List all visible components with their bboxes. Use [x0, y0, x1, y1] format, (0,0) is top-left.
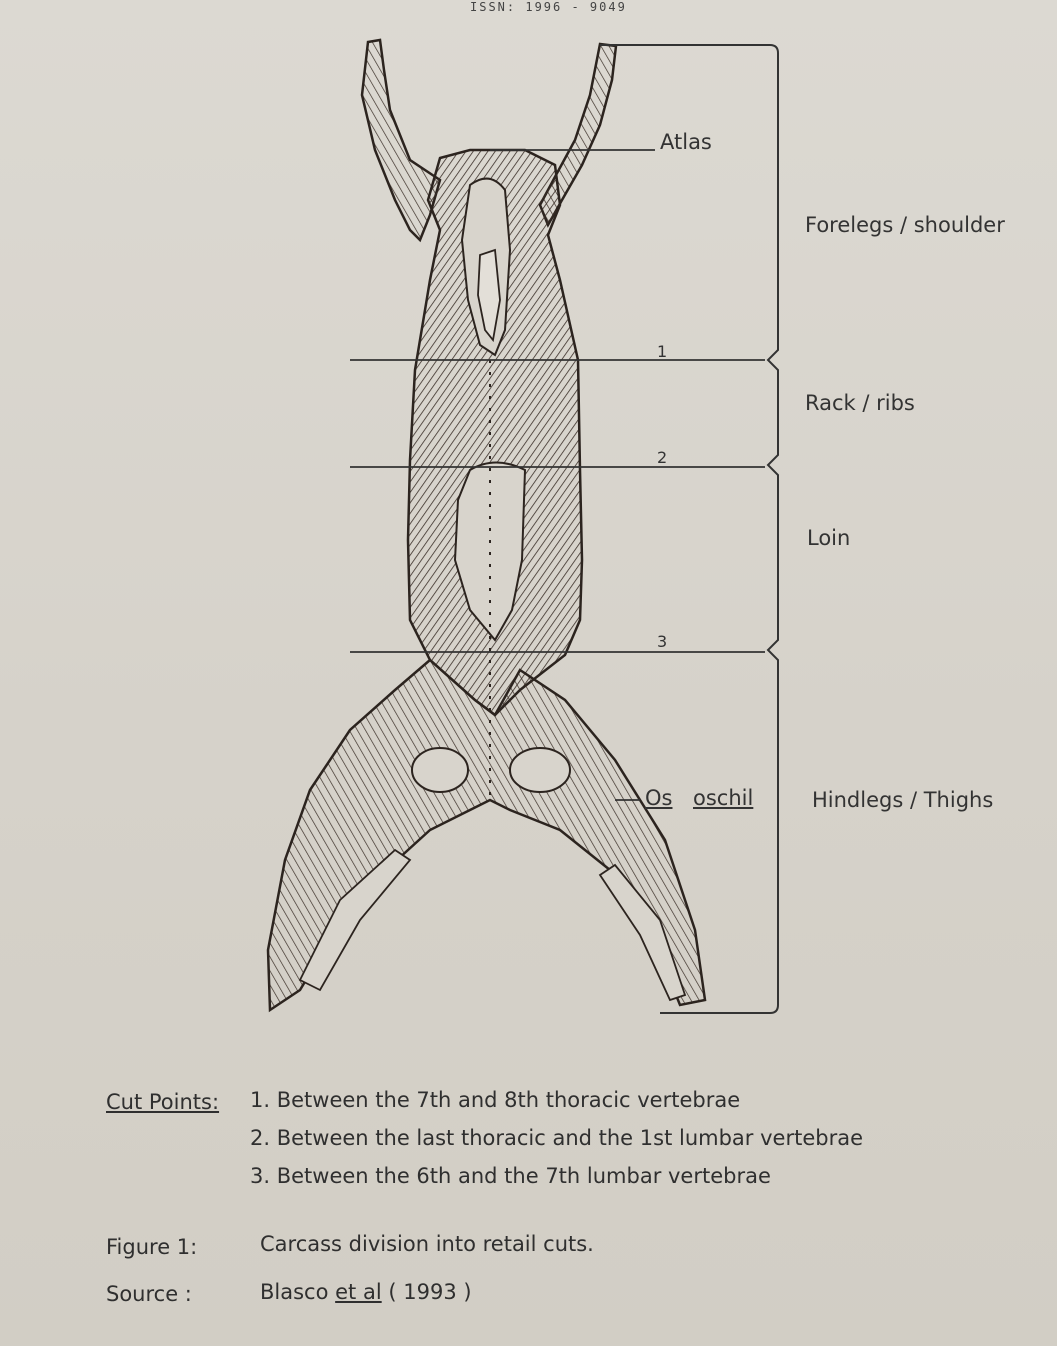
figure-caption: Carcass division into retail cuts.: [260, 1232, 594, 1256]
source-author: Blasco: [260, 1280, 328, 1304]
forelegs-shoulder-label: Forelegs / shoulder: [805, 213, 1005, 237]
source-label: Source :: [106, 1282, 192, 1306]
atlas-label: Atlas: [660, 130, 712, 154]
oschil-label: oschil: [693, 786, 753, 810]
figure-label: Figure 1:: [106, 1235, 197, 1259]
source-year: ( 1993 ): [388, 1280, 471, 1304]
os-label: Os: [645, 786, 672, 810]
source-etal: et al: [335, 1280, 382, 1304]
cut-point-3: 3. Between the 6th and the 7th lumbar ve…: [250, 1164, 771, 1188]
foreleg-left: [362, 40, 440, 240]
rack-ribs-label: Rack / ribs: [805, 391, 915, 415]
loin-label: Loin: [807, 526, 850, 550]
hindlegs-thighs-label: Hindlegs / Thighs: [812, 788, 993, 812]
cut-number-1: 1: [657, 342, 667, 361]
cut-number-3: 3: [657, 632, 667, 651]
cut-points-label: Cut Points:: [106, 1090, 219, 1114]
cut-number-2: 2: [657, 448, 667, 467]
source-citation: Blasco et al ( 1993 ): [260, 1280, 472, 1304]
hindquarter: [268, 660, 705, 1010]
cut-point-1: 1. Between the 7th and 8th thoracic vert…: [250, 1088, 740, 1112]
cut-point-2: 2. Between the last thoracic and the 1st…: [250, 1126, 863, 1150]
